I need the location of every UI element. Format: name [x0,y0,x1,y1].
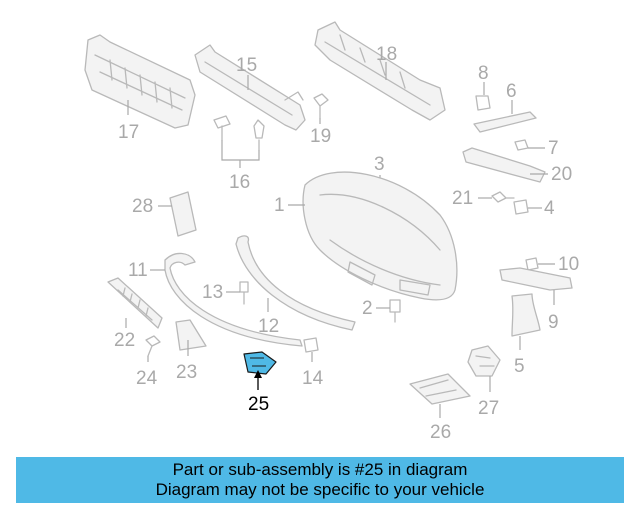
part-20-bracket [462,147,546,183]
part-17-absorber [84,34,196,129]
part-22-grille [107,277,163,329]
arrow-25-icon [254,370,262,378]
part-4-nut [513,199,529,215]
label-9: 9 [548,312,559,333]
label-21: 21 [452,188,473,209]
part-8-clip [475,95,491,111]
label-25: 25 [248,394,269,415]
part-24-screw [145,335,161,357]
part-28-plate-bracket [169,191,197,237]
label-12: 12 [258,316,279,337]
part-15-bracket [194,44,306,131]
part-13-bolt [239,281,249,305]
part-25-highlighted[interactable] [243,351,277,375]
label-13: 13 [202,282,223,303]
label-22: 22 [114,330,135,351]
label-24: 24 [136,368,158,389]
part-7-screw [514,139,529,151]
part-1-bumper-cover [302,171,458,301]
part-6-bracket [473,111,537,133]
label-6: 6 [506,81,517,102]
caption-line-1: Part or sub-assembly is #25 in diagram [172,460,468,479]
part-21-screw [491,191,515,203]
label-10: 10 [558,254,579,275]
label-26: 26 [430,422,451,443]
part-19-clip [313,93,329,119]
label-20: 20 [551,164,572,185]
part-9-trim [499,267,573,291]
part-11-molding [164,252,303,347]
part-16-fasteners [213,115,265,151]
label-15: 15 [236,55,257,76]
label-14: 14 [302,368,324,389]
leader-16 [221,140,260,168]
label-28: 28 [132,196,153,217]
caption-banner: Part or sub-assembly is #25 in diagram D… [16,457,624,503]
label-3: 3 [374,154,385,175]
parts-diagram: 17 15 18 16 19 8 6 7 20 [84,21,579,443]
label-17: 17 [118,122,139,143]
label-16: 16 [229,172,250,193]
label-2: 2 [362,298,373,319]
part-12-molding [235,235,356,331]
label-18: 18 [376,44,397,65]
label-4: 4 [544,198,555,219]
label-1: 1 [274,195,285,216]
part-18-reinforcement [314,21,446,121]
part-5-duct [511,293,541,337]
caption-line-2: Diagram may not be specific to your vehi… [155,480,485,499]
part-23-cover [175,319,207,351]
label-23: 23 [176,362,197,383]
part-27-bracket [467,345,501,377]
label-19: 19 [310,126,331,147]
part-14-clip [303,337,319,353]
part-2-bolt [389,299,401,323]
label-8: 8 [478,63,489,84]
label-7: 7 [548,138,559,159]
label-11: 11 [128,260,148,281]
part-10-clip [525,257,539,271]
part-26-housing [409,373,471,405]
label-27: 27 [478,398,499,419]
label-5: 5 [514,356,525,377]
